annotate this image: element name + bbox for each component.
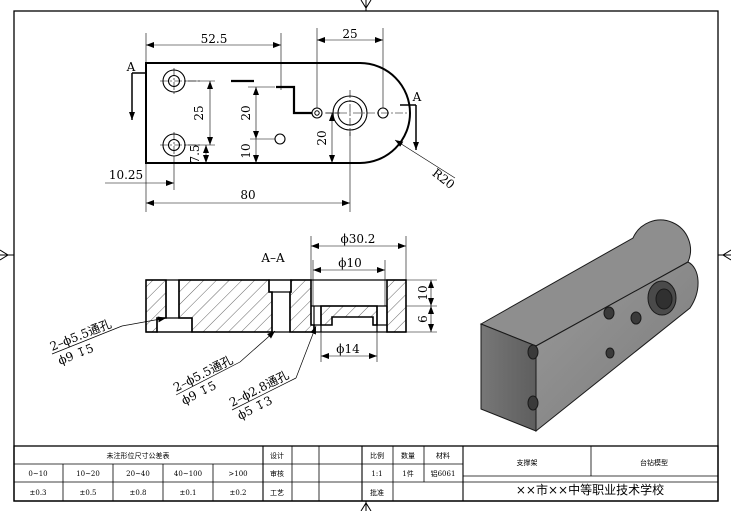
tolerance-2: ±0.8 [130,489,147,497]
part-name: 支撑架 [517,458,538,467]
range-1: 10~20 [76,470,100,478]
tolerance-0: ±0.3 [30,489,47,497]
qty-value: 1件 [402,469,413,478]
approve-label: 批准 [370,488,384,497]
dim-20-left: 20 [239,105,253,120]
section-marker-right: A [412,90,422,104]
dim-20-right: 20 [315,130,329,145]
top-view-outline [145,62,411,164]
col-material: 材料 [436,451,450,460]
dim-r20: R20 [430,166,458,192]
dim-25-vertical: 25 [192,105,206,120]
col-qty: 数量 [401,451,415,460]
school-name: ××市××中等职业技术学校 [516,482,664,497]
dim-dia-10: ϕ10 [338,256,361,270]
dim-depth-6: 6 [416,315,430,323]
dim-depth-10: 10 [416,285,430,300]
range-2: 20~40 [126,470,150,478]
pin-hole-a [311,107,323,119]
top-view-labels: 52.5 25 25 7.5 20 10 20 10.25 80 R20 A A [109,27,458,202]
section-marker-left: A [126,60,136,74]
range-0: 0~10 [28,470,47,478]
dim-10: 10 [239,143,253,158]
dim-52-5: 52.5 [201,32,228,46]
tolerance-table-title: 未注形位尺寸公差表 [107,451,170,460]
section-view: A–A [145,232,437,362]
top-view-dimensions [105,28,456,212]
section-title: A–A [260,251,285,265]
dim-7-5: 7.5 [188,144,202,163]
assembly-name: 台钻模型 [640,458,668,467]
dim-dia-30-2: ϕ30.2 [341,232,376,246]
dim-80: 80 [240,188,255,202]
tolerance-3: ±0.1 [180,489,197,497]
title-block-text: 未注形位尺寸公差表 0~10 10~20 20~40 40~100 >100 ±… [28,451,668,497]
dim-25: 25 [342,27,357,41]
dim-10-25: 10.25 [109,168,143,182]
isometric-model [479,219,699,433]
role-design: 设计 [270,451,284,460]
section-cut-line [231,79,312,115]
col-scale: 比例 [370,451,384,460]
scale-value: 1:1 [371,470,382,478]
top-view [129,62,419,164]
model-top-face [479,219,691,347]
material-value: 铝6061 [431,469,456,478]
tolerance-1: ±0.5 [80,489,97,497]
role-review: 审核 [270,469,284,478]
tolerance-4: ±0.2 [230,489,247,497]
pin-hole-b [274,133,286,145]
range-4: >100 [228,470,247,478]
role-process: 工艺 [270,489,284,497]
range-3: 40~100 [174,470,202,478]
title-block [13,445,719,502]
dim-dia-14: ϕ14 [336,342,360,356]
